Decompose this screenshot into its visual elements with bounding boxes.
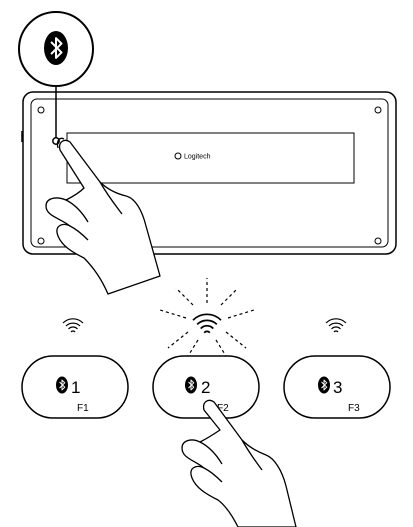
pointing-hand-icon xyxy=(45,137,161,295)
channel-number: 2 xyxy=(201,378,210,397)
active-signal-rays xyxy=(159,278,255,357)
bluetooth-callout xyxy=(18,11,94,87)
easy-switch-key-3[interactable]: 3 F3 xyxy=(283,355,391,419)
channel-number: 1 xyxy=(71,378,80,397)
fkey-label: F3 xyxy=(348,403,360,414)
fkey-label: F1 xyxy=(77,403,89,414)
signal-icon-1 xyxy=(62,318,84,333)
screw-bottom-right xyxy=(374,237,382,245)
easy-switch-key-2[interactable]: 2 F2 xyxy=(152,355,260,419)
bluetooth-icon xyxy=(56,376,68,394)
logitech-logo: Logitech xyxy=(174,152,211,161)
fkey-label: F2 xyxy=(217,403,229,414)
bluetooth-icon xyxy=(318,376,330,394)
easy-switch-key-1[interactable]: 1 F1 xyxy=(21,355,129,419)
screw-top-left xyxy=(37,106,45,114)
screw-bottom-left xyxy=(37,237,45,245)
bluetooth-icon xyxy=(44,31,68,65)
pointing-hand-icon xyxy=(181,399,297,527)
bluetooth-icon xyxy=(185,376,197,394)
logo-text: Logitech xyxy=(184,154,211,161)
signal-icon-2-active xyxy=(192,313,222,334)
channel-number: 3 xyxy=(333,378,342,397)
screw-top-right xyxy=(374,106,382,114)
signal-icon-3 xyxy=(325,318,347,333)
